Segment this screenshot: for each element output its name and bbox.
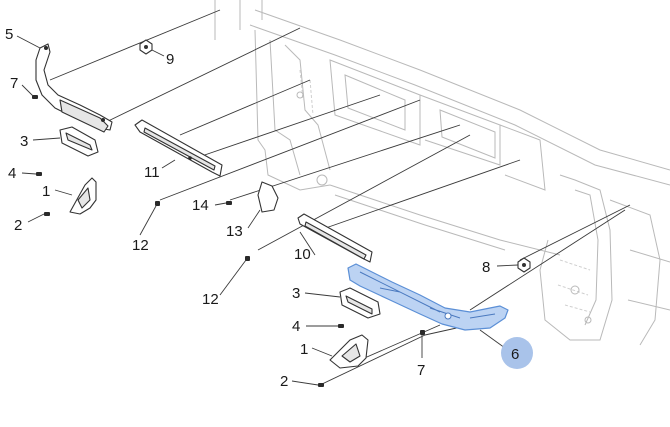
callout-7-left: 7 bbox=[10, 75, 18, 92]
callout-13: 13 bbox=[226, 223, 243, 240]
vehicle-frame-outline bbox=[214, 0, 670, 346]
callout-labels: 5 9 7 3 11 4 1 2 14 12 13 10 8 12 3 4 1 … bbox=[5, 26, 533, 390]
part-6-highlighted-member bbox=[347, 263, 509, 331]
callout-11: 11 bbox=[144, 164, 160, 181]
callout-12-upper: 12 bbox=[132, 237, 149, 254]
callout-14: 14 bbox=[192, 197, 209, 214]
part-7-right-bolt bbox=[420, 330, 425, 335]
callout-7-right: 7 bbox=[417, 362, 425, 379]
callout-9: 9 bbox=[166, 51, 174, 68]
part-8-nut bbox=[517, 257, 531, 273]
callout-2-left: 2 bbox=[14, 217, 22, 234]
part-1-right-support bbox=[329, 334, 369, 369]
part-3-right-clip bbox=[339, 287, 381, 319]
callout-3-left: 3 bbox=[20, 133, 28, 150]
part-3-left-clip bbox=[59, 126, 99, 157]
callout-6: 6 bbox=[511, 346, 519, 363]
part-14-bolt bbox=[226, 201, 232, 205]
callout-4-left: 4 bbox=[8, 165, 16, 182]
part-7-left-bolt bbox=[32, 95, 38, 99]
part-13-bracket bbox=[257, 181, 279, 213]
callout-12-lower: 12 bbox=[202, 291, 219, 308]
part-11-rail bbox=[134, 119, 223, 177]
part-12-lower-bolt bbox=[245, 256, 250, 261]
callout-2-right: 2 bbox=[280, 373, 288, 390]
part-4-right-bolt bbox=[338, 324, 344, 328]
callout-4-right: 4 bbox=[292, 318, 300, 335]
callout-6-badge bbox=[501, 337, 533, 369]
part-1-left-support bbox=[69, 177, 97, 215]
callout-1-left: 1 bbox=[42, 183, 50, 200]
callout-5: 5 bbox=[5, 26, 13, 43]
part-4-left-bolt bbox=[36, 172, 42, 176]
part-5-bracket bbox=[35, 43, 113, 133]
part-2-right-bolt bbox=[318, 383, 324, 387]
part-10-rail bbox=[297, 213, 373, 263]
callout-8: 8 bbox=[482, 259, 490, 276]
callout-1-right: 1 bbox=[300, 341, 308, 358]
part-2-left-bolt bbox=[44, 212, 50, 216]
part-12-upper-bolt bbox=[155, 201, 160, 206]
leader-lines bbox=[49, 9, 631, 386]
fasteners bbox=[32, 39, 531, 387]
callout-leads bbox=[16, 35, 519, 386]
callout-3-right: 3 bbox=[292, 285, 300, 302]
callout-10: 10 bbox=[294, 246, 311, 263]
